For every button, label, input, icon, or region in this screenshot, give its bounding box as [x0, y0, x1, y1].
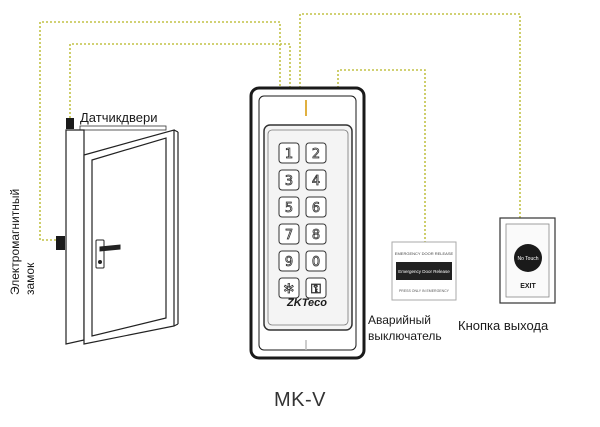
- emergency-switch: EMERGENCY DOOR RELEASE Emergency Door Re…: [391, 241, 457, 301]
- keypad-key-label: ⚿: [311, 282, 321, 297]
- em-lock-label-line1: Электромагнитный: [8, 188, 22, 295]
- door-sensor: [66, 118, 167, 131]
- keypad-key-label: 3: [285, 174, 293, 189]
- keypad-key-face: [305, 169, 327, 191]
- door-handle: [95, 239, 121, 269]
- exit-face-text: No Touch: [517, 256, 538, 262]
- keypad-key-face: [278, 223, 300, 245]
- model-caption: MK-V: [274, 389, 326, 411]
- keypad-keys: 1 2 3 4 5 6 7 8 9 0 ✲ ⚿: [278, 142, 327, 299]
- emergency-switch-label: Аварийный выключатель: [368, 312, 442, 344]
- keypad-key-1[interactable]: 1: [278, 142, 300, 164]
- keypad-key-label: 8: [312, 228, 320, 243]
- door-sensor-label: Датчикдвери: [80, 110, 158, 125]
- keypad-key-face: [278, 277, 300, 299]
- keypad-key-face: [278, 250, 300, 272]
- wire-em-lock: [39, 21, 281, 241]
- keypad-key-8[interactable]: 8: [305, 223, 327, 245]
- exit-caption: EXIT: [520, 283, 536, 290]
- keypad-key-9[interactable]: 9: [278, 250, 300, 272]
- wiring-lines: [39, 13, 521, 243]
- emergency-band: Emergency Door Release: [398, 269, 450, 274]
- keypad-key-label: 9: [285, 255, 293, 270]
- wire-door-sensor: [69, 43, 291, 118]
- exit-button-device: No Touch EXIT: [499, 217, 556, 304]
- keypad-key-label: 5: [285, 201, 293, 216]
- wire-exit-button: [299, 13, 521, 218]
- keypad-key-4[interactable]: 4: [305, 169, 327, 191]
- door: [65, 129, 179, 345]
- keypad-key-7[interactable]: 7: [278, 223, 300, 245]
- em-lock-block: [56, 236, 65, 250]
- keypad-key-3[interactable]: 3: [278, 169, 300, 191]
- keypad-key-label: 1: [285, 147, 293, 162]
- keypad-key-face: [305, 250, 327, 272]
- emergency-label-line1: Аварийный: [368, 313, 431, 327]
- door-panel: [91, 137, 167, 337]
- keypad-key-face: [305, 196, 327, 218]
- keypad-key-5[interactable]: 5: [278, 196, 300, 218]
- keypad-key-label: ✲: [284, 282, 295, 297]
- keypad-key-2[interactable]: 2: [305, 142, 327, 164]
- door-leaf: [83, 129, 175, 345]
- keypad-brand: ZKTeco: [286, 297, 327, 309]
- keypad-key-label: 4: [312, 174, 320, 189]
- em-lock-label-line2: замок: [23, 262, 37, 295]
- keypad-key-10[interactable]: 0: [305, 250, 327, 272]
- exit-touch-sensor: [514, 244, 542, 272]
- keypad-key-face: [278, 142, 300, 164]
- keypad-key-face: [305, 142, 327, 164]
- keypad-key-face: [278, 169, 300, 191]
- door-frame: [65, 129, 85, 345]
- keypad-key-face: [278, 196, 300, 218]
- keypad-key-label: 7: [285, 228, 293, 243]
- access-terminal: [249, 86, 366, 360]
- exit-button-label: Кнопка выхода: [458, 318, 549, 333]
- em-lock-label: Электромагнитный замок: [8, 165, 50, 295]
- emergency-label-line2: выключатель: [368, 329, 442, 343]
- emergency-header: EMERGENCY DOOR RELEASE: [395, 251, 454, 256]
- emergency-foot: PRESS ONLY IN EMERGENCY: [399, 289, 450, 293]
- keypad-key-face: [305, 277, 327, 299]
- keypad-key-11[interactable]: ✲: [278, 277, 300, 299]
- keypad-key-6[interactable]: 6: [305, 196, 327, 218]
- keypad-key-label: 6: [312, 201, 320, 216]
- keypad-key-label: 0: [312, 255, 320, 270]
- keypad-key-face: [305, 223, 327, 245]
- wire-emergency: [337, 69, 426, 243]
- keypad-key-12[interactable]: ⚿: [305, 277, 327, 299]
- keypad-key-label: 2: [312, 147, 320, 162]
